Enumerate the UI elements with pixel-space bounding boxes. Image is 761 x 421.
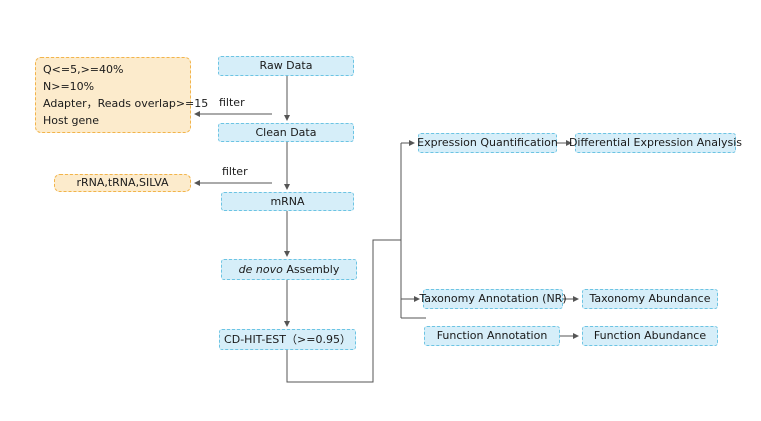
raw-data-node: Raw Data [218,56,354,76]
raw-data-label: Raw Data [259,59,313,73]
cdhit-node: CD-HIT-EST（>=0.95） [219,329,356,350]
assembly-node: de novo Assembly [221,259,357,280]
cdhit-label: CD-HIT-EST（>=0.95） [224,332,351,346]
connector-cdhit-to-branch [286,239,401,383]
assembly-rest-text: Assembly [282,262,340,276]
function-abundance-label: Function Abundance [593,329,707,343]
expression-quantification-label: Expression Quantification [417,136,558,150]
differential-expression-label: Differential Expression Analysis [568,136,743,150]
filter1-criterion: Host gene [43,114,100,127]
filter1-label: filter [219,96,245,109]
taxonomy-annotation-node: Taxonomy Annotation (NR) [419,289,567,309]
mrna-label: mRNA [270,194,305,208]
function-annotation-node: Function Annotation [424,326,560,346]
function-annotation-label: Function Annotation [436,329,548,343]
differential-expression-node: Differential Expression Analysis [569,133,742,153]
filter2-label: filter [222,165,248,178]
filter2-criteria: rRNA,tRNA,SILVA [76,176,169,190]
filter1-criterion: Adapter，Reads overlap>=15 [43,97,209,110]
filter2-criteria-box: rRNA,tRNA,SILVA [54,174,191,192]
assembly-label: de novo Assembly [239,263,340,276]
taxonomy-abundance-node: Taxonomy Abundance [582,289,718,309]
taxonomy-annotation-label: Taxonomy Annotation (NR) [419,292,567,306]
filter1-criterion: Q<=5,>=40% [43,63,124,76]
clean-data-label: Clean Data [255,125,317,139]
mrna-node: mRNA [221,192,354,211]
filter1-criteria-box: Q<=5,>=40% N>=10% Adapter，Reads overlap>… [35,57,208,133]
assembly-italic-text: de novo [238,262,283,276]
taxonomy-abundance-label: Taxonomy Abundance [589,292,711,306]
function-abundance-node: Function Abundance [582,326,718,346]
expression-quantification-node: Expression Quantification [417,133,558,153]
filter1-criterion: N>=10% [43,80,95,93]
clean-data-node: Clean Data [218,123,354,142]
